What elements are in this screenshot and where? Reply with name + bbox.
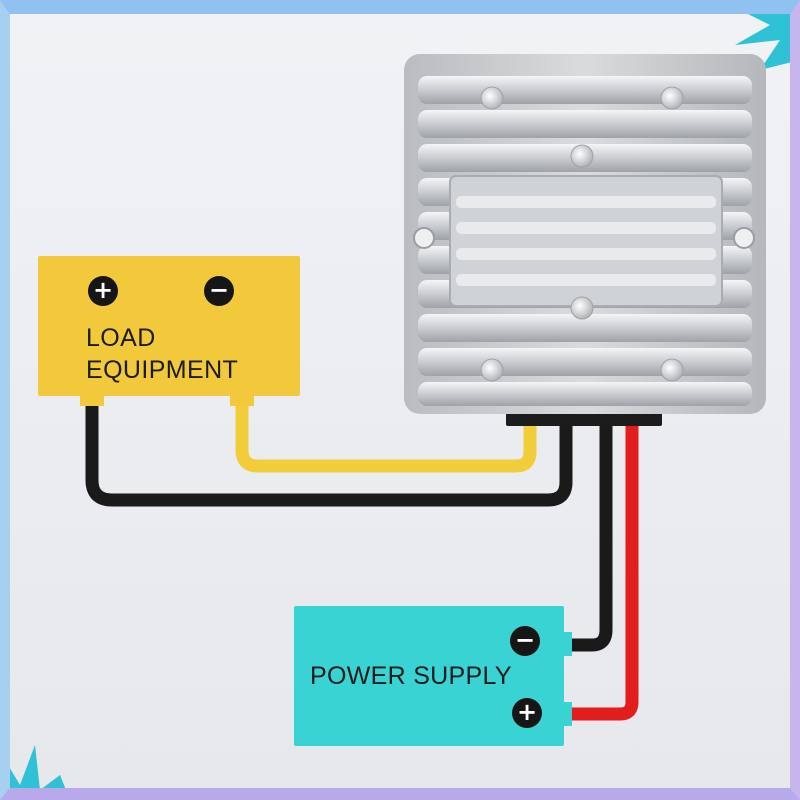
- negative-terminal-icon: −: [510, 626, 540, 656]
- wire-input-negative: [566, 420, 613, 652]
- mount-hole-left: [413, 227, 435, 249]
- screw-icon: [480, 358, 504, 382]
- power-supply-box: POWER SUPPLY − +: [294, 606, 564, 746]
- cable-grommet: [506, 412, 662, 426]
- fin-1: [418, 76, 752, 104]
- converter-heatsink: [404, 54, 766, 426]
- corner-burst-bottom-left: [5, 745, 70, 800]
- fin-9: [418, 348, 752, 376]
- load-equipment-box: + − LOAD EQUIPMENT: [38, 256, 300, 396]
- corner-burst-top-right: [735, 0, 800, 70]
- load-equipment-label: LOAD EQUIPMENT: [86, 324, 239, 384]
- screw-icon: [660, 358, 684, 382]
- power-supply-label: POWER SUPPLY: [310, 662, 512, 690]
- positive-terminal-icon: +: [88, 276, 118, 306]
- center-plate: [449, 175, 723, 307]
- screw-icon: [480, 86, 504, 110]
- screw-icon: [660, 86, 684, 110]
- wire-load-negative: [85, 398, 573, 507]
- screw-icon: [570, 296, 594, 320]
- fin-2: [418, 110, 752, 138]
- screw-icon: [570, 144, 594, 168]
- wire-input-positive: [566, 420, 639, 721]
- wire-load-positive: [235, 398, 537, 473]
- fin-8: [418, 314, 752, 342]
- fin-10: [418, 382, 752, 406]
- mount-hole-right: [733, 227, 755, 249]
- negative-terminal-icon: −: [204, 276, 234, 306]
- positive-terminal-icon: +: [512, 698, 542, 728]
